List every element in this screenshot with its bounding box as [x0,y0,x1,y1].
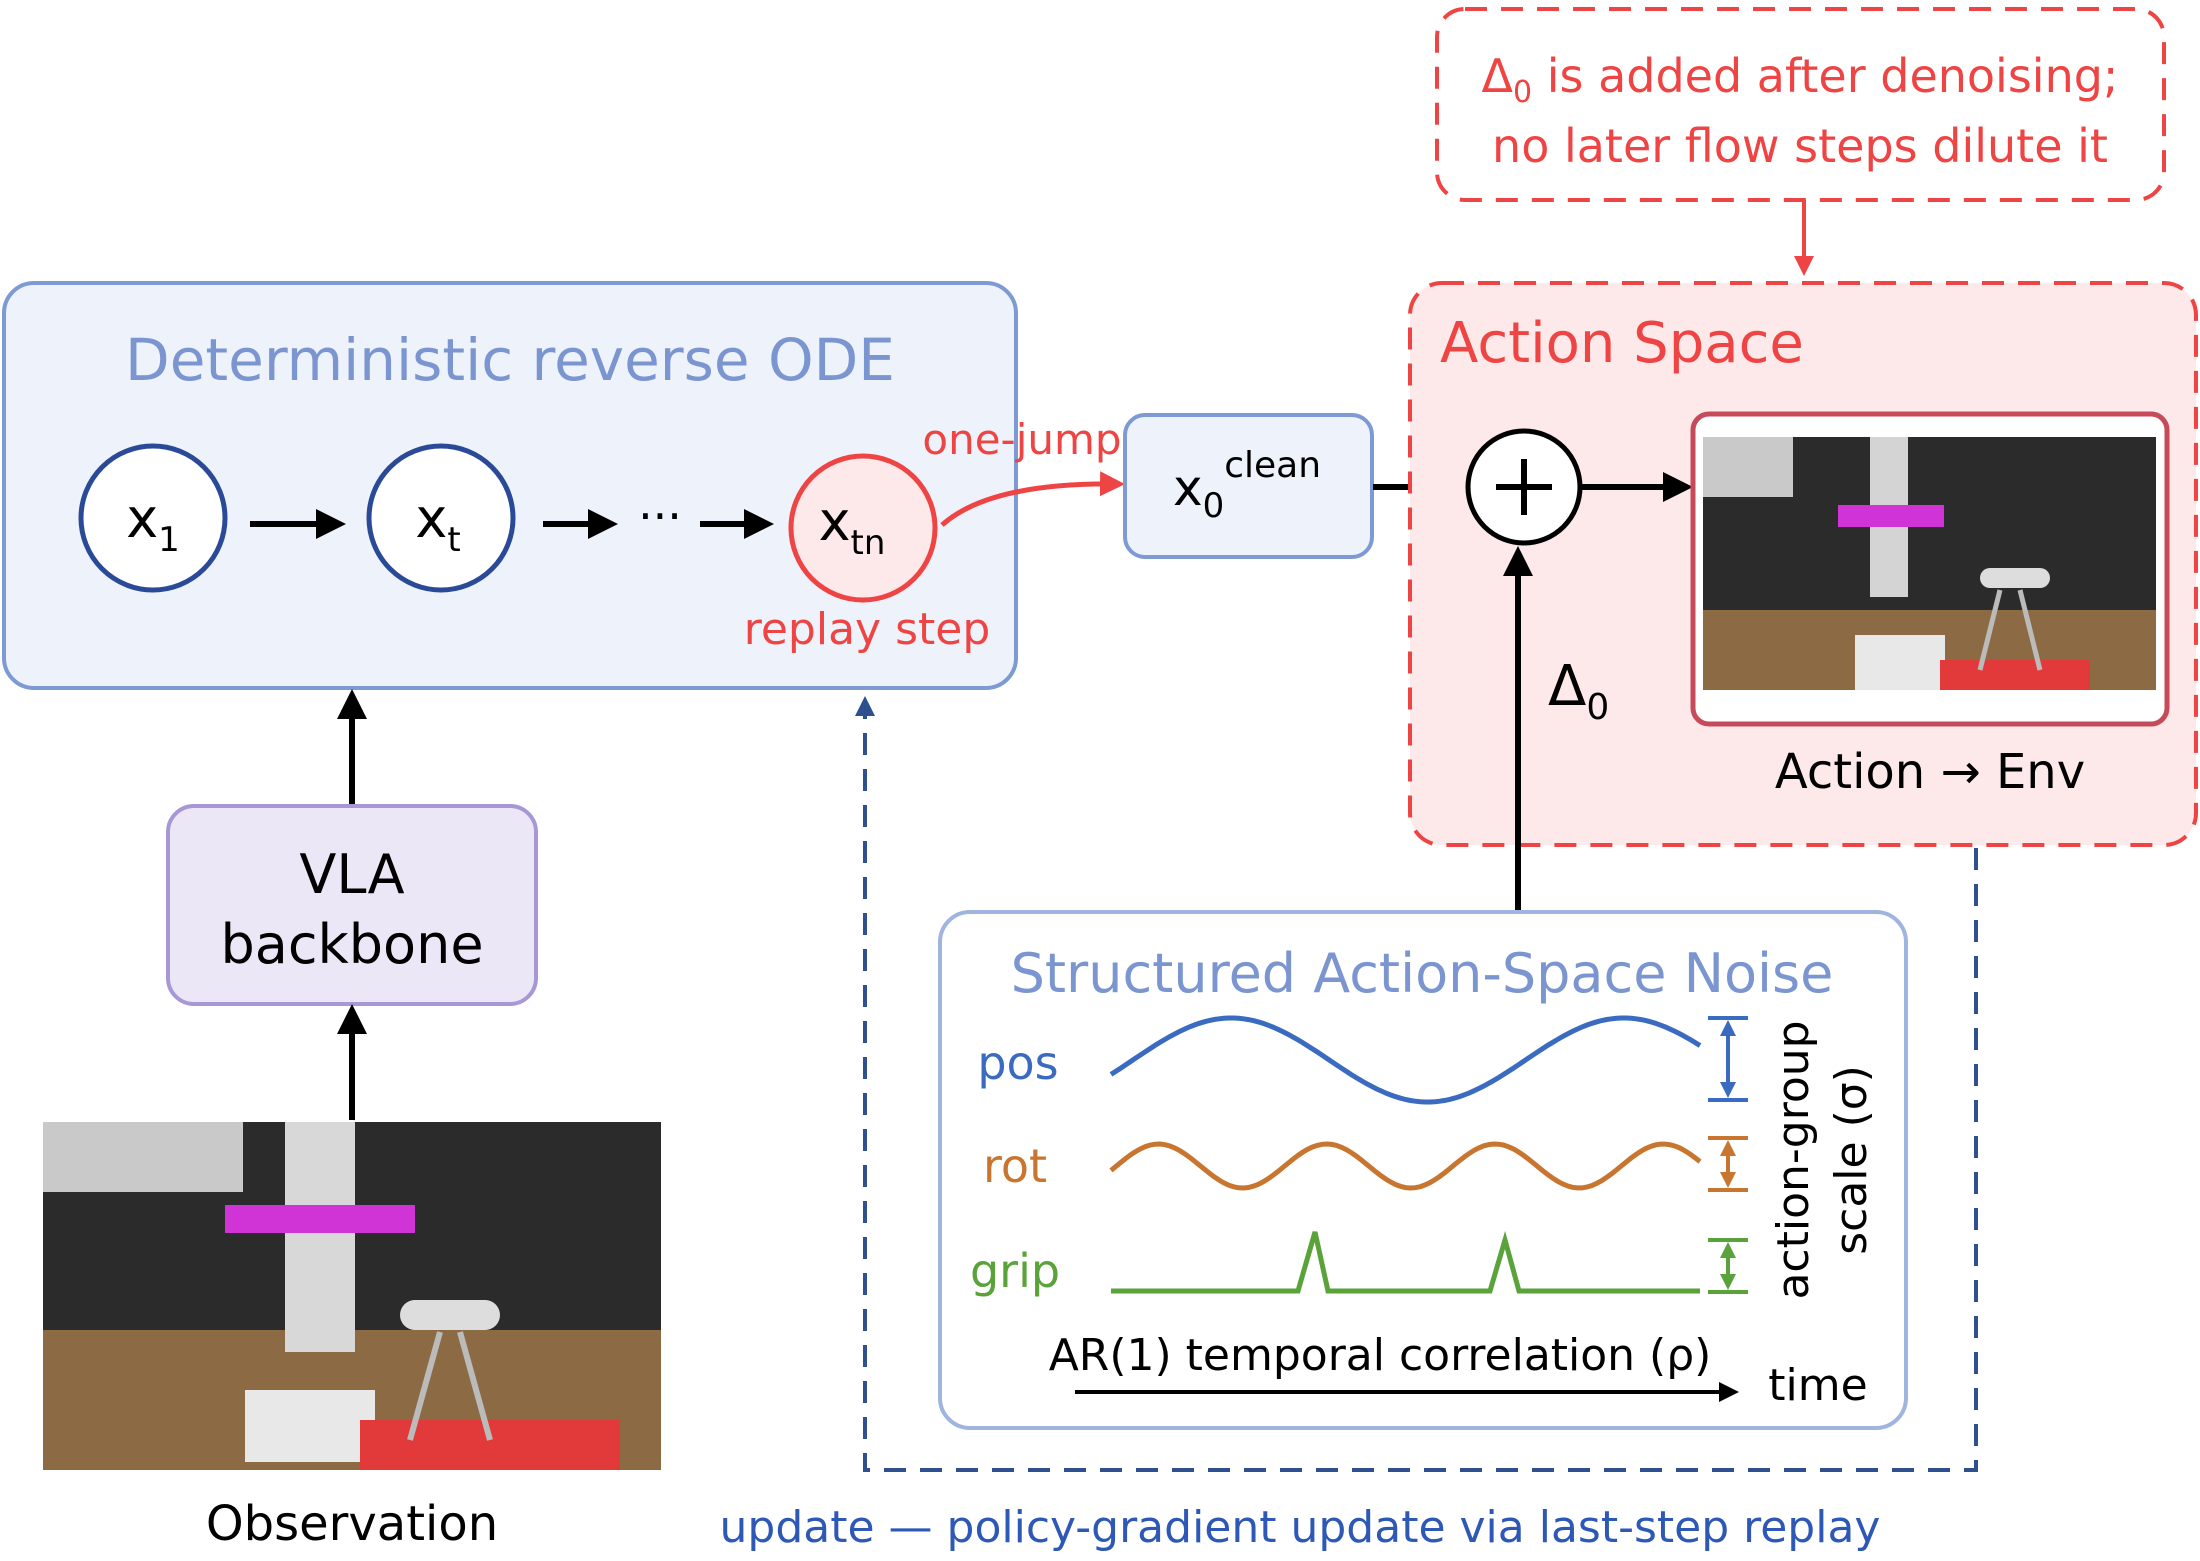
noise-label-pos: pos [977,1036,1058,1090]
noise-wave-grip [1111,1230,1700,1294]
time-label: time [1768,1360,1867,1411]
svg-text:xt: xt [415,487,460,560]
ar-label: AR(1) temporal correlation (ρ) [1049,1330,1712,1381]
note-line-1: Δ0 is added after denoising; [1482,49,2119,110]
delta-label: Δ0 [1548,654,1609,728]
node-xt: xt [366,443,516,593]
ode-box: Deterministic reverse ODE x1 xt ··· xtn … [2,281,1018,690]
noise-box: Structured Action-Space Noise pos rot gr… [938,910,1908,1430]
scale-marker-pos [1708,1016,1748,1102]
scale-marker-rot [1708,1136,1748,1192]
noise-label-grip: grip [970,1244,1060,1298]
node-xtn: xtn [788,453,938,603]
noise-label-rot: rot [983,1139,1047,1193]
replay-step-label: replay step [744,604,991,655]
svg-text:x1: x1 [126,487,180,560]
action-space-box: Action Space Action → Env Δ0 [1408,281,2198,847]
one-jump-arrow [940,471,1125,527]
note-box: Δ0 is added after denoising; no later fl… [1435,7,2166,202]
svg-text:xtn: xtn [819,490,886,563]
scale-label-2: scale (σ) [1826,1065,1877,1255]
vla-line-2: backbone [220,913,483,976]
noise-title: Structured Action-Space Noise [1011,942,1834,1005]
plus-node [1465,428,1583,546]
ode-title: Deterministic reverse ODE [125,326,895,394]
svg-text:x0clean: x0clean [1173,445,1321,526]
clean-box: x0clean [1123,413,1374,559]
note-line-2: no later flow steps dilute it [1492,119,2108,173]
observation-photo [43,1122,661,1470]
noise-wave-rot [1109,1141,1702,1191]
observation-label: Observation [206,1496,498,1552]
scale-label-1: action-group [1768,1020,1819,1299]
one-jump-label: one-jump [922,415,1121,464]
vla-line-1: VLA [299,843,404,906]
update-label: update — policy-gradient update via last… [720,1502,1881,1553]
noise-wave-pos [1109,1015,1702,1105]
node-x1: x1 [78,443,228,593]
env-label: Action → Env [1775,744,2085,800]
action-space-title: Action Space [1440,311,1804,376]
vla-box: VLA backbone [166,804,538,1006]
env-photo [1690,411,2170,727]
scale-marker-grip [1708,1238,1748,1294]
ellipsis: ··· [638,489,682,543]
